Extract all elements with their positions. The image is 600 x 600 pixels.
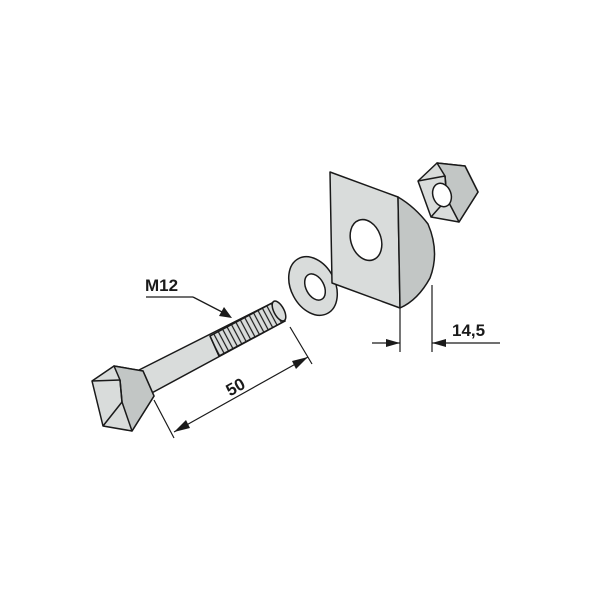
thickness-dimension	[372, 285, 500, 352]
bolt-end	[271, 300, 287, 322]
bolt-length-label: 50	[223, 374, 249, 400]
bracket-thickness-label: 14,5	[452, 321, 485, 340]
hex-nut	[417, 162, 479, 223]
length-dimension	[153, 326, 313, 439]
thread-leader	[146, 296, 232, 318]
hex-bolt	[91, 300, 287, 432]
bolt-hex-head	[91, 365, 155, 432]
bracket-plate	[329, 171, 436, 309]
thread-size-label: M12	[145, 276, 178, 295]
